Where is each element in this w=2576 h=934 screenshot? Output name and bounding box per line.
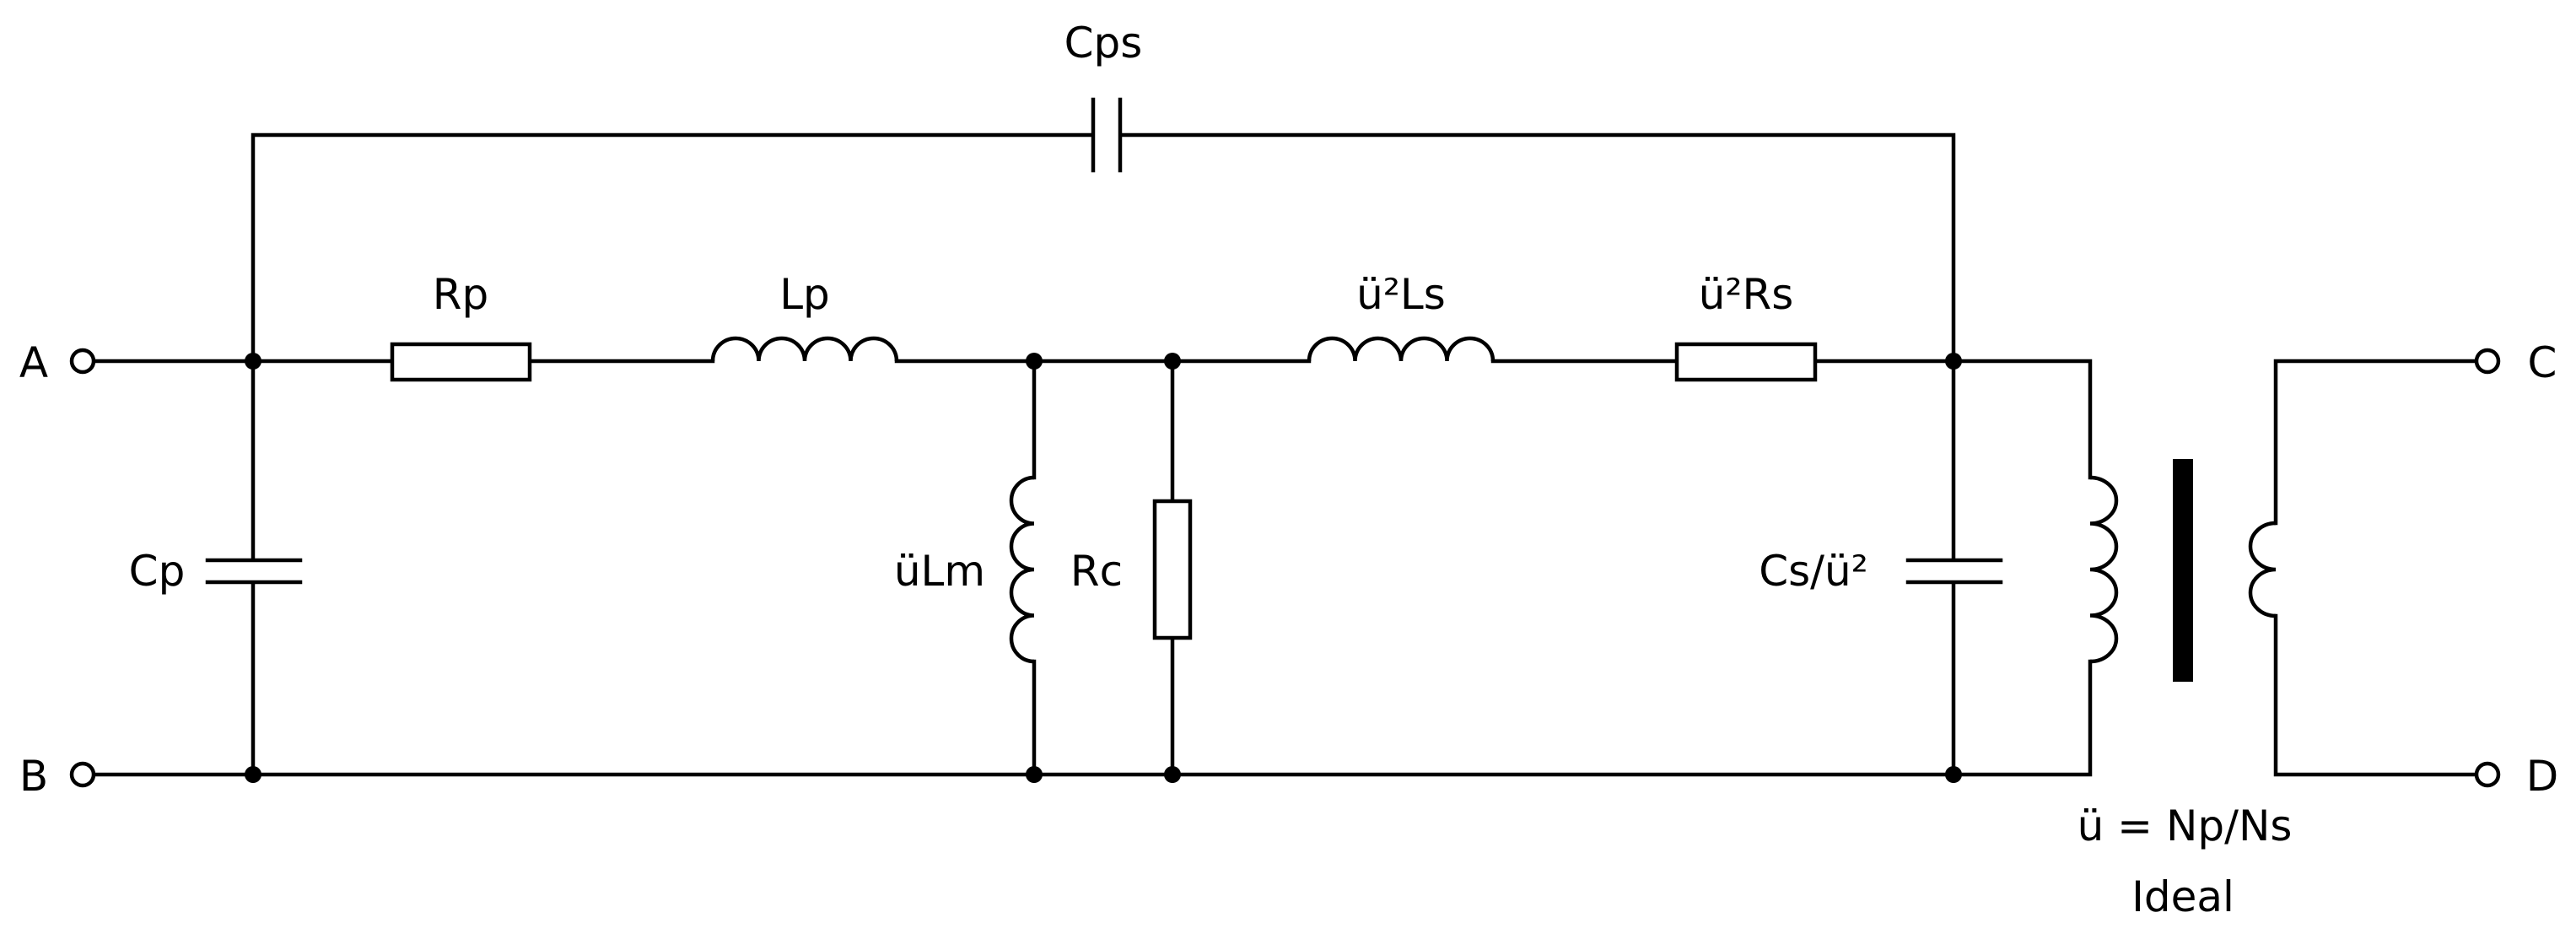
junction-dot <box>1026 766 1043 783</box>
cps-bypass-wire-right <box>1121 132 1956 364</box>
transformer-secondary-winding <box>2248 521 2277 618</box>
wire-bottom-rail <box>92 659 2093 777</box>
ls-label: ü²Ls <box>1356 270 1446 319</box>
capacitor-cs <box>1905 558 2003 585</box>
transformer-iron-core <box>2173 459 2193 682</box>
rs-label: ü²Rs <box>1699 270 1794 319</box>
transformer-type-label: Ideal <box>2131 872 2234 921</box>
junction-dot <box>1945 766 1962 783</box>
capacitor-cp <box>205 558 303 585</box>
terminal-b-circle <box>69 761 96 788</box>
junction-dot <box>245 766 261 783</box>
terminal-c-circle <box>2474 348 2501 375</box>
rp-label: Rp <box>433 270 488 319</box>
terminal-a-circle <box>69 348 96 375</box>
transformer-ratio-label: ü = Np/Ns <box>2078 802 2293 850</box>
junction-dot <box>1164 353 1181 370</box>
junction-dot <box>245 353 261 370</box>
rc-label: Rc <box>1070 547 1123 596</box>
terminal-a-label: A <box>19 338 48 387</box>
wire-secondary-bottom <box>2273 613 2478 777</box>
terminal-d-label: D <box>2526 752 2559 801</box>
wire-rs-to-primary <box>1813 359 2093 480</box>
ideal-transformer <box>2089 459 2277 682</box>
cps-bypass-wire-left <box>251 132 1092 364</box>
transformer-primary-winding <box>2089 475 2119 664</box>
terminal-d-circle <box>2474 761 2501 788</box>
inductor-lp <box>710 336 899 362</box>
junction-dots <box>245 353 1962 783</box>
junction-dot <box>1164 766 1181 783</box>
inductor-lm <box>1009 475 1035 664</box>
cp-label: Cp <box>129 547 186 596</box>
junction-dot <box>1945 353 1962 370</box>
terminal-b-label: B <box>19 752 48 801</box>
wire-secondary-top <box>2273 359 2478 526</box>
inductor-ls <box>1307 336 1495 362</box>
capacitor-cps <box>1091 97 1123 173</box>
terminal-c-label: C <box>2528 338 2557 387</box>
resistor-rs <box>1674 342 1818 382</box>
resistor-rc <box>1152 499 1193 640</box>
cs-label: Cs/ü² <box>1759 547 1868 596</box>
resistor-rp <box>390 342 532 382</box>
wires <box>92 132 2478 777</box>
lp-label: Lp <box>779 270 830 319</box>
cps-label: Cps <box>1064 19 1143 67</box>
lm-label: üLm <box>894 547 985 596</box>
junction-dot <box>1026 353 1043 370</box>
